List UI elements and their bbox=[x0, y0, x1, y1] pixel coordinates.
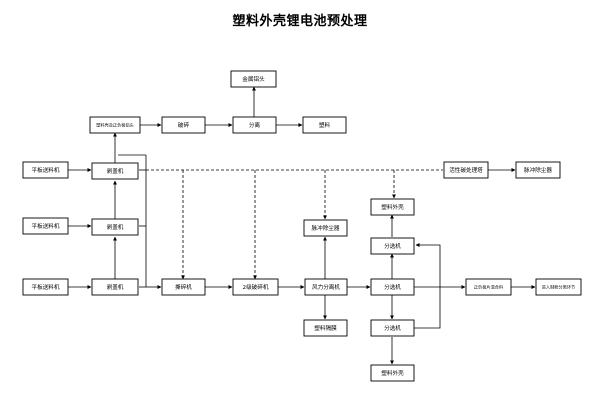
label-lid-remover-1: 剥盖机 bbox=[107, 167, 124, 175]
label-plastic-shell-bottom: 塑料外壳 bbox=[381, 369, 404, 377]
label-sorter-bottom: 分选机 bbox=[384, 324, 401, 332]
label-crusher: 破碎 bbox=[178, 121, 190, 129]
label-pulse-dust-1: 脉冲除尘器 bbox=[524, 166, 552, 174]
nodes: 平板送料机 平板送料机 平板送料机 剥盖机 剥盖机 剥盖机 塑料壳及正负极铝头 bbox=[22, 70, 582, 382]
node-air-separator: 风力分离机 bbox=[304, 278, 348, 296]
node-crusher: 破碎 bbox=[161, 116, 206, 134]
label-sorter-top: 分选机 bbox=[384, 242, 401, 250]
node-electrode-mix: 正负极片混合料 bbox=[465, 278, 512, 296]
arrow-loop-sortbot-sorttop bbox=[414, 243, 441, 329]
label-carbon-tower: 活性碳处理塔 bbox=[449, 166, 483, 174]
label-plastic-shell-top: 塑料外壳 bbox=[381, 203, 404, 211]
node-plastic-shell-bottom: 塑料外壳 bbox=[370, 364, 415, 382]
node-carbon-tower: 活性碳处理塔 bbox=[443, 161, 489, 179]
label-feeder-3: 平板送料机 bbox=[32, 283, 60, 291]
label-feeder-2: 平板送料机 bbox=[32, 222, 60, 230]
node-metal-tab: 金属铝头 bbox=[230, 70, 277, 88]
label-air-separator: 风力分离机 bbox=[312, 283, 340, 291]
node-plastic: 塑料 bbox=[302, 116, 347, 134]
node-plastic-shell-top: 塑料外壳 bbox=[370, 198, 415, 216]
label-metal-tab: 金属铝头 bbox=[242, 75, 265, 83]
node-sorter-bottom: 分选机 bbox=[370, 319, 415, 337]
node-shell-collect: 塑料壳及正负极铝头 bbox=[89, 116, 141, 134]
label-crusher-2: 2级破碎机 bbox=[243, 283, 269, 291]
node-lid-remover-1: 剥盖机 bbox=[91, 162, 139, 180]
label-sorter-mid: 分选机 bbox=[384, 283, 401, 291]
page-title: 塑料外壳锂电池预处理 bbox=[232, 14, 368, 29]
label-lid-remover-2: 剥盖机 bbox=[107, 223, 124, 231]
node-separation: 分离 bbox=[232, 116, 277, 134]
node-feeder-2: 平板送料机 bbox=[22, 217, 69, 235]
node-lid-remover-3: 剥盖机 bbox=[91, 278, 139, 296]
label-pulse-dust-2: 脉冲除尘器 bbox=[312, 224, 340, 232]
label-lid-remover-3: 剥盖机 bbox=[107, 283, 124, 291]
node-lid-remover-2: 剥盖机 bbox=[91, 218, 139, 236]
node-sorter-top: 分选机 bbox=[370, 237, 415, 255]
label-next-step: 进入制粉分离环节 bbox=[542, 284, 576, 291]
node-crusher-2: 2级破碎机 bbox=[232, 278, 279, 296]
label-separation: 分离 bbox=[249, 121, 261, 129]
node-next-step: 进入制粉分离环节 bbox=[535, 278, 582, 296]
label-plastic-film: 塑料隔膜 bbox=[314, 324, 337, 332]
connectors bbox=[68, 86, 536, 365]
label-shell-collect: 塑料壳及正负极铝头 bbox=[96, 122, 134, 129]
label-tear-crusher: 撕碎机 bbox=[175, 283, 192, 291]
node-tear-crusher: 撕碎机 bbox=[161, 278, 206, 296]
node-sorter-mid: 分选机 bbox=[370, 278, 415, 296]
label-feeder-1: 平板送料机 bbox=[32, 166, 60, 174]
label-plastic: 塑料 bbox=[319, 121, 331, 129]
node-feeder-3: 平板送料机 bbox=[22, 278, 69, 296]
node-pulse-dust-2: 脉冲除尘器 bbox=[303, 219, 348, 237]
node-plastic-film: 塑料隔膜 bbox=[303, 319, 348, 337]
node-feeder-1: 平板送料机 bbox=[22, 161, 69, 179]
label-electrode-mix: 正负极片混合料 bbox=[474, 284, 504, 291]
node-pulse-dust-1: 脉冲除尘器 bbox=[515, 161, 561, 179]
